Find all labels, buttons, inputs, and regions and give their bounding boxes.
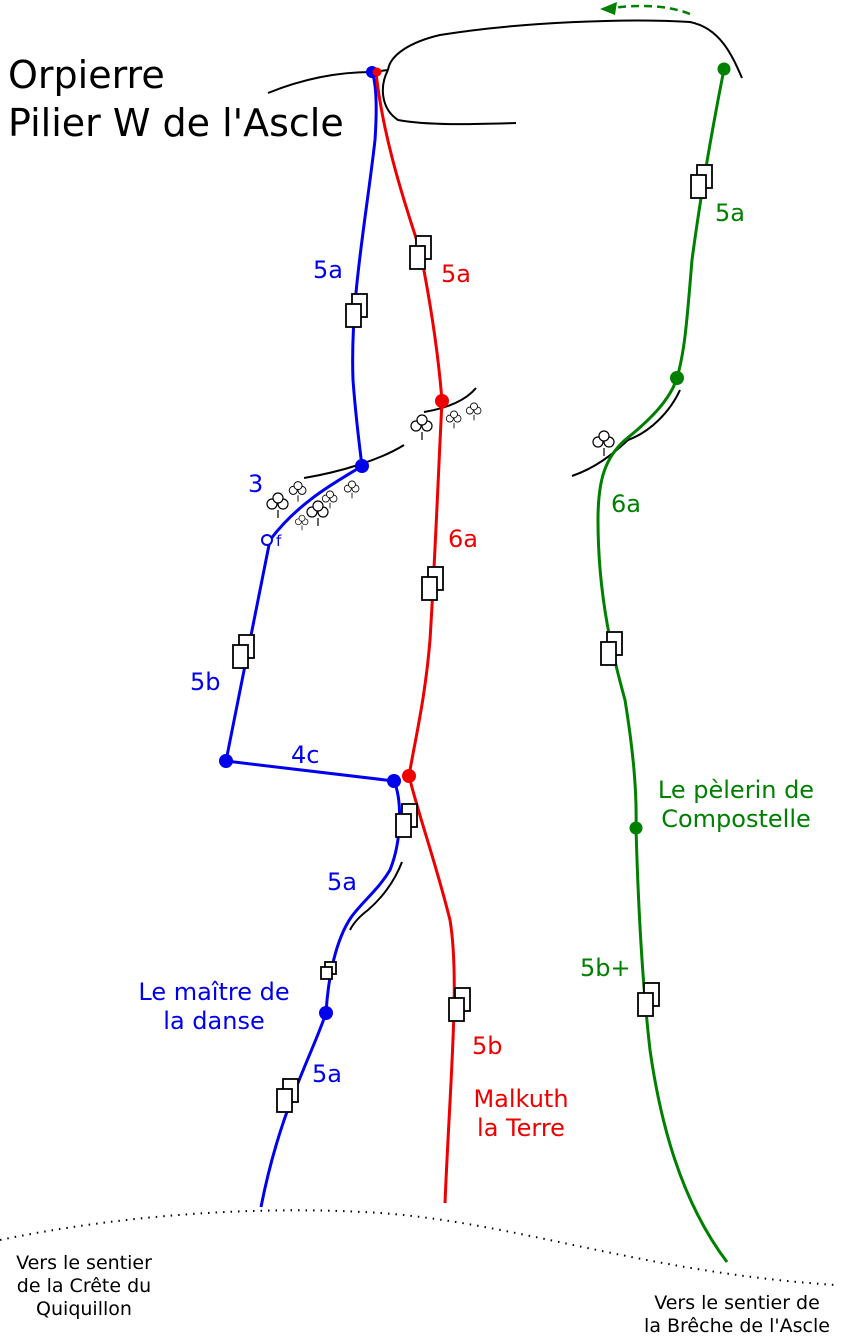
grade-label: 5b (472, 1032, 503, 1060)
bolt-icon (232, 634, 255, 669)
route-name-line: Malkuth (473, 1085, 569, 1113)
route-name-blue: Le maître de la danse (124, 978, 304, 1037)
belay-icon (402, 769, 416, 783)
optional-belay-label: f (276, 532, 282, 550)
belay-icon (319, 1006, 333, 1020)
bolt-icon (395, 803, 418, 838)
route-name-green: Le pèlerin de Compostelle (640, 776, 832, 835)
grade-label: 6a (611, 490, 641, 518)
bolt-icon (637, 982, 660, 1017)
grade-label: 5b (190, 668, 221, 696)
belay-icon (219, 754, 233, 768)
route-name-line: la Terre (477, 1114, 565, 1143)
route-name-line: Compostelle (661, 805, 811, 834)
grade-label: 4c (291, 741, 320, 769)
bolt-icon (421, 566, 444, 601)
route-name-line: la danse (163, 1007, 265, 1036)
route-green-line (596, 68, 729, 1263)
dihedral-blue (349, 861, 403, 931)
tree-icon (295, 514, 309, 531)
tree-icon (592, 430, 615, 456)
belay-icon (355, 459, 369, 473)
optional-belay-icon (261, 534, 273, 546)
tree-icon (410, 414, 433, 440)
belay-icon (387, 774, 401, 788)
bolt-icon (690, 164, 713, 199)
bolt-icon (600, 631, 623, 666)
belay-icon (670, 371, 684, 385)
belay-icon (629, 821, 643, 835)
ledge-red-belay (423, 387, 477, 413)
approach-note-left: Vers le sentier de la Crête du Quiquillo… (0, 1252, 168, 1322)
grade-label: 5a (312, 1060, 342, 1088)
grade-label: 5a (715, 199, 745, 227)
grade-label: 5a (327, 868, 357, 896)
route-name-red: Malkuth la Terre (460, 1085, 582, 1144)
route-name-line: Le maître de (138, 978, 290, 1006)
page-title: Orpierre (8, 53, 165, 97)
bolt-icon (345, 293, 368, 328)
bolt-icon (448, 987, 471, 1022)
belay-icon (717, 62, 731, 76)
approach-note-right: Vers le sentier de la Brêche de l'Ascle (630, 1292, 844, 1338)
route-name-line: Le pèlerin de (657, 776, 815, 804)
approach-path (0, 1209, 836, 1286)
approach-note-line: de la Crête du (16, 1275, 152, 1298)
approach-note-line: Quiquillon (36, 1298, 132, 1321)
belay-icon (372, 67, 382, 77)
approach-note-line: la Brêche de l'Ascle (644, 1315, 830, 1338)
belay-icon (435, 394, 449, 408)
bolt-icon (276, 1078, 299, 1113)
grade-label: 5a (313, 256, 343, 284)
descent-arrow-head (600, 2, 617, 15)
tree-icon (288, 481, 307, 502)
grade-label: 3 (248, 470, 264, 498)
grade-label: 5b+ (580, 954, 631, 982)
bolt-icon (320, 961, 337, 980)
dihedral-green (627, 389, 681, 441)
tree-icon (266, 492, 289, 518)
page-subtitle: Pilier W de l'Ascle (8, 101, 344, 145)
approach-note-line: Vers le sentier (16, 1252, 152, 1274)
ledge-green (571, 439, 629, 477)
grade-label: 6a (448, 525, 478, 553)
tree-icon (465, 402, 482, 421)
tree-icon (445, 410, 462, 429)
descent-arrow-icon (611, 4, 691, 16)
bolt-icon (409, 235, 432, 270)
tree-icon (343, 480, 360, 499)
grade-label: 5a (441, 260, 471, 288)
summit-notch (381, 69, 517, 126)
tree-icon (321, 490, 338, 509)
ledge-middle (303, 444, 405, 479)
tree-icon (306, 500, 329, 526)
approach-note-line: Vers le sentier de (654, 1292, 820, 1314)
summit-outline (387, 19, 743, 79)
